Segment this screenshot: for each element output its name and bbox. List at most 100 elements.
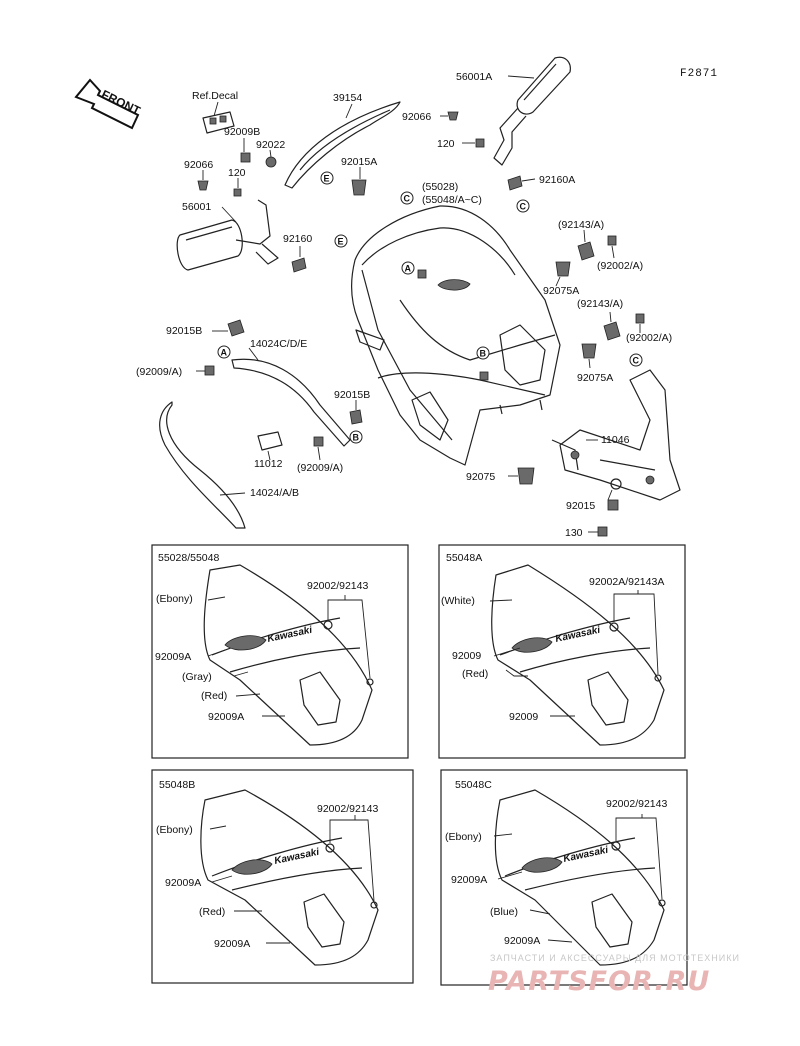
grommet-92015A (351, 167, 367, 196)
panel-3-title: 55048B (159, 779, 195, 791)
windshield-part (284, 101, 401, 189)
label-92143A-2: (92143/A) (577, 298, 623, 310)
panel-1-label-3: 92009A (155, 651, 191, 663)
label-120-right: 120 (437, 138, 455, 150)
panel-2-title: 55048A (446, 552, 482, 564)
label-92015B-1: 92015B (166, 325, 202, 337)
panel-3-label-2: 92002/92143 (317, 803, 378, 815)
clip-92160A (507, 175, 536, 191)
svg-text:A: A (221, 348, 228, 358)
panel-2-brand: Kawasaki (554, 625, 601, 645)
svg-text:A: A (405, 264, 412, 274)
label-92022: 92022 (256, 139, 285, 151)
clip-92160 (291, 246, 307, 273)
label-120-left: 120 (228, 167, 246, 179)
panel-2-label-1: (White) (441, 595, 475, 607)
washer-92143A-1 (577, 229, 595, 261)
svg-text:E: E (324, 174, 330, 184)
marker-A-1: A (401, 261, 415, 275)
marker-E-2: E (334, 234, 348, 248)
upper-cowl-part (351, 205, 561, 466)
marker-C-3: C (629, 353, 643, 367)
svg-text:E: E (338, 237, 344, 247)
bolt-92002A-1 (607, 235, 617, 259)
panel-3-label-1: (Ebony) (156, 824, 193, 836)
panel-2-label-4: (Red) (462, 668, 488, 680)
stay-bracket-11046 (551, 369, 681, 501)
panel-3-label-4: (Red) (199, 906, 225, 918)
panel-1-brand: Kawasaki (266, 625, 313, 645)
label-39154: 39154 (333, 92, 362, 104)
panel-1-label-4: (Gray) (182, 671, 212, 683)
watermark-line-2: PARTSFOR.RU (488, 966, 710, 997)
label-14024AB: 14024/A/B (250, 487, 299, 499)
label-92009A-paren: (92009/A) (136, 366, 182, 378)
label-92160A: 92160A (539, 174, 575, 186)
svg-text:C: C (520, 202, 527, 212)
panel-55048A: 55048A Kawasaki (White) 92002A/92143A 92… (438, 544, 686, 759)
label-56001A: 56001A (456, 71, 492, 83)
label-92009B: 92009B (224, 126, 260, 138)
panel-2-label-5: 92009 (509, 711, 538, 723)
mirror-right-part (493, 56, 571, 166)
clip-92015B-1 (212, 319, 245, 337)
label-92015B-2: 92015B (334, 389, 370, 401)
panel-4-label-4: (Blue) (490, 906, 518, 918)
panel-1-label-1: (Ebony) (156, 593, 193, 605)
panel-55028-55048: 55028/55048 Kawasaki (Ebony) 92002/92143… (151, 544, 409, 759)
label-11012: 11012 (254, 458, 283, 470)
grommet-92075A-1 (555, 261, 571, 287)
grommet-92075 (508, 467, 535, 485)
panel-1-label-2: 92002/92143 (307, 580, 368, 592)
bolt-92009A-2 (313, 436, 324, 461)
svg-text:B: B (480, 349, 487, 359)
label-130: 130 (565, 527, 583, 539)
svg-text:B: B (353, 433, 360, 443)
label-11046: 11046 (601, 434, 630, 446)
label-92160: 92160 (283, 233, 312, 245)
label-92075: 92075 (466, 471, 495, 483)
panel-3-label-3: 92009A (165, 877, 201, 889)
bolt-92009A-1 (196, 365, 215, 376)
bracket-11012 (257, 431, 283, 461)
svg-text:C: C (633, 356, 640, 366)
panel-4-label-2: 92002/92143 (606, 798, 667, 810)
grommet-92066-left (197, 170, 209, 191)
panel-4-label-1: (Ebony) (445, 831, 482, 843)
mirror-left-part (176, 199, 279, 271)
marker-B-1: B (476, 346, 490, 360)
watermark-line-1: ЗАПЧАСТИ И АКСЕССУАРЫ ДЛЯ МОТОТЕХНИКИ (490, 953, 740, 963)
label-92066-top: 92066 (402, 111, 431, 123)
grommet-92075A-2 (581, 343, 597, 369)
marker-A-2: A (217, 345, 231, 359)
nut-92022 (265, 149, 277, 168)
panel-1-title: 55028/55048 (158, 552, 219, 564)
label-92015: 92015 (566, 500, 595, 512)
panel-1-label-6: 92009A (208, 711, 244, 723)
panel-4-label-5: 92009A (504, 935, 540, 947)
marker-E-1: E (320, 171, 334, 185)
label-92009A-paren2: (92009/A) (297, 462, 343, 474)
label-92143A-1: (92143/A) (558, 219, 604, 231)
clip-92015B-2 (349, 400, 363, 425)
bolt-120-right (462, 138, 485, 148)
bolt-92009B (240, 138, 251, 163)
ref-decal-label: Ref.Decal (192, 90, 238, 102)
figure-code: F2871 (680, 68, 718, 80)
bolt-130 (588, 499, 619, 537)
bolt-92002A-2 (635, 313, 645, 333)
label-14024CDE: 14024C/D/E (250, 338, 307, 350)
panel-2-label-2: 92002A/92143A (589, 576, 664, 588)
panel-2-label-3: 92009 (452, 650, 481, 662)
washer-92143A-2 (603, 311, 621, 341)
label-92066-left: 92066 (184, 159, 213, 171)
panel-55048B: 55048B Kawasaki (Ebony) 92002/92143 9200… (151, 769, 414, 984)
label-92075A-2: 92075A (577, 372, 613, 384)
bolt-120-left (233, 178, 242, 197)
label-92075A-1: 92075A (543, 285, 579, 297)
grommet-92015 (607, 478, 622, 501)
marker-B-2: B (349, 430, 363, 444)
marker-C-2: C (400, 191, 414, 205)
label-56001: 56001 (182, 201, 211, 213)
